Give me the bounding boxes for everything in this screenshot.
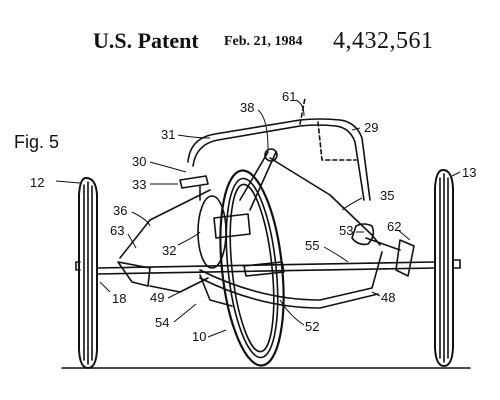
ref-63: 63 bbox=[110, 223, 124, 238]
ref-12: 12 bbox=[30, 175, 44, 190]
ref-33: 33 bbox=[132, 177, 146, 192]
ref-13: 13 bbox=[462, 165, 476, 180]
ref-55: 55 bbox=[305, 238, 319, 253]
ref-62: 62 bbox=[387, 219, 401, 234]
seat-frame bbox=[187, 97, 371, 201]
ref-30: 30 bbox=[132, 154, 146, 169]
ref-31: 31 bbox=[161, 127, 175, 142]
right-grip bbox=[395, 239, 415, 277]
ref-29: 29 bbox=[364, 120, 378, 135]
ref-35: 35 bbox=[380, 188, 394, 203]
left-grip bbox=[117, 261, 151, 287]
ref-36: 36 bbox=[113, 203, 127, 218]
left-rear-wheel bbox=[75, 177, 98, 369]
patent-label: U.S. Patent bbox=[93, 28, 199, 53]
patent-date: Feb. 21, 1984 bbox=[224, 34, 303, 49]
ref-48: 48 bbox=[381, 290, 395, 305]
ref-53: 53 bbox=[339, 223, 353, 238]
pedal-33 bbox=[179, 175, 209, 189]
patent-header: U.S. Patent Feb. 21, 1984 4,432,561 bbox=[0, 28, 500, 58]
ref-10: 10 bbox=[192, 329, 206, 344]
ref-49: 49 bbox=[150, 290, 164, 305]
ref-32: 32 bbox=[162, 243, 176, 258]
ref-54: 54 bbox=[155, 315, 169, 330]
ref-61: 61 bbox=[282, 89, 296, 104]
ref-38: 38 bbox=[240, 100, 254, 115]
frame-strut-48 bbox=[199, 251, 383, 301]
reference-numerals: 12 13 38 61 31 29 30 33 35 36 63 53 62 3… bbox=[30, 89, 476, 344]
frame-strut-35 bbox=[269, 157, 381, 246]
figure-label: Fig. 5 bbox=[14, 132, 60, 152]
right-rear-wheel bbox=[434, 169, 461, 367]
front-wheel bbox=[219, 169, 285, 367]
ref-52: 52 bbox=[305, 319, 319, 334]
ref-18: 18 bbox=[112, 291, 126, 306]
patent-number: 4,432,561 bbox=[333, 28, 434, 54]
